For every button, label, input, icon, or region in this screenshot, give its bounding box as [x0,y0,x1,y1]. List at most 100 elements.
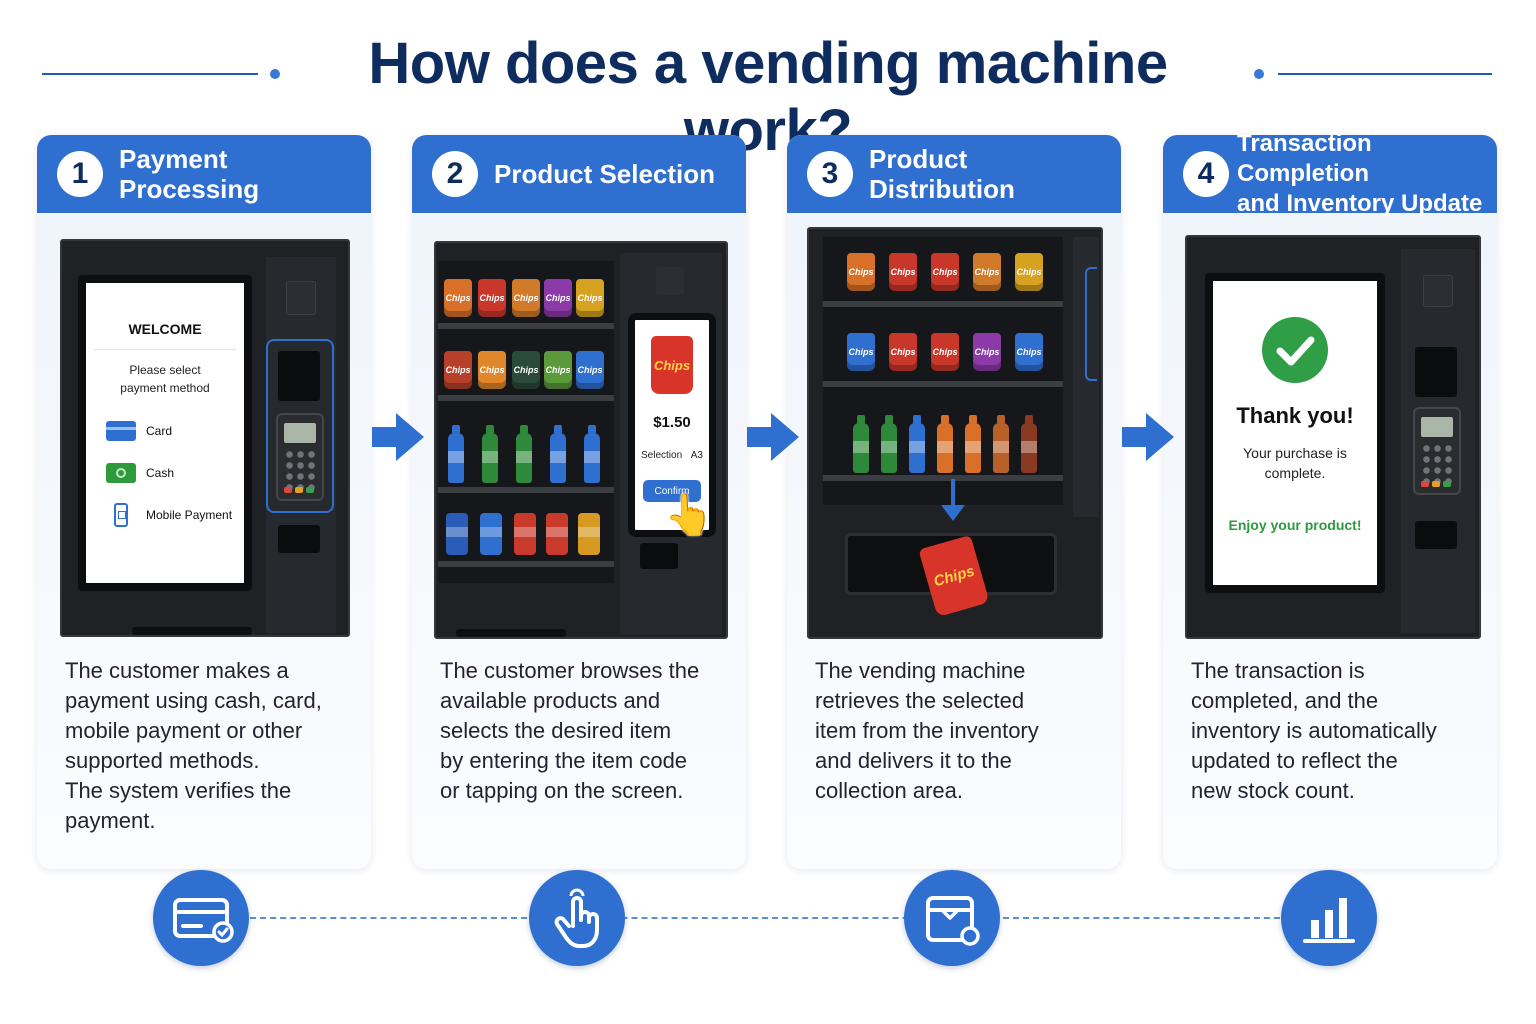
selection-screen: Chips $1.50 Selection A3 Confirm [628,313,716,537]
title-line-left [42,73,258,75]
page-title: How does a vending machine work? [368,31,1168,163]
title-dot-left [270,69,280,79]
vending-machine: Thank you! Your purchase is complete. En… [1185,235,1481,639]
tap-hand-icon [529,870,625,966]
keypad-cancel-key [284,487,292,493]
pay-option-label: Cash [146,466,175,480]
chips-bag: Chips [478,279,506,317]
thank-you-heading: Thank you! [1236,403,1354,428]
selection-row: Selection A3 [641,450,703,461]
step-number: 4 [1183,151,1229,197]
qr-phone-icon [114,503,128,527]
divider [94,349,236,350]
keypad-display [284,423,316,443]
drink-can [546,513,568,555]
thank-you-screen: Thank you! Your purchase is complete. En… [1205,273,1385,593]
payment-prompt: Please select payment method [120,363,210,395]
drink-bottle [965,415,981,473]
step-number: 3 [807,151,853,197]
drink-bottle [550,425,566,483]
chips-bag: Chips [847,333,875,371]
drink-can [446,513,468,555]
step-description: The transaction is completed, and the in… [1191,658,1437,803]
pay-option-mobile[interactable]: Mobile Payment [106,503,232,527]
drop-arrow [951,479,955,507]
flow-arrow-right-icon [747,413,799,461]
product-display: Chips Chips Chips Chips Chips Chips Chip… [823,237,1063,505]
bar-chart-icon [1281,870,1377,966]
chips-bag: Chips [973,333,1001,371]
drink-bottle [584,425,600,483]
machine-base [132,627,252,635]
chips-bag: Chips [889,333,917,371]
machine-base [456,629,566,637]
flow-arrow-right-icon [1122,413,1174,461]
chips-bag: Chips [576,279,604,317]
cash-icon [106,463,136,483]
title-dot-right [1254,69,1264,79]
payment-keypad[interactable] [276,413,324,501]
chips-bag: Chips [512,351,540,389]
step-title: Product Distribution [869,144,1015,204]
keypad-clear-key [1432,481,1440,487]
chips-bag: Chips [889,253,917,291]
drink-can [578,513,600,555]
drink-bottle [993,415,1009,473]
step-number: 1 [57,151,103,197]
chips-bag: Chips [1015,333,1043,371]
pay-option-label: Card [146,424,173,438]
drink-bottle [853,415,869,473]
pay-option-cash[interactable]: Cash [106,461,174,485]
chips-bag: Chips [544,279,572,317]
bill-slot [278,351,320,401]
drink-bottle [937,415,953,473]
step-card-payment: 1 Payment Processing WELCOME Please sele… [37,135,371,869]
step-description: The vending machine retrieves the select… [815,658,1039,803]
drink-bottle [516,425,532,483]
drink-can [480,513,502,555]
coin-slot [1423,275,1453,307]
shelf [438,395,614,401]
vending-machine: Chips Chips Chips Chips Chips Chips Chip… [434,241,728,639]
coin-slot [656,267,684,295]
chips-bag: Chips [847,253,875,291]
payment-keypad[interactable] [1413,407,1461,495]
payment-screen: WELCOME Please select payment method Car… [78,275,252,591]
step-description: The customer makes a payment using cash,… [65,658,322,833]
timeline-dashed-line [250,917,1280,919]
return-slot [1415,521,1457,549]
pay-option-label: Mobile Payment [146,508,233,522]
shelf [438,561,614,567]
coin-slot [286,281,316,315]
card-icon [106,421,136,441]
credit-card-icon [153,870,249,966]
return-slot [278,525,320,553]
chips-bag: Chips [444,279,472,317]
step-title: Product Selection [494,159,716,189]
pointing-hand-icon: 👆 [664,493,714,537]
step-title: Payment Processing [119,144,260,204]
check-icon [1262,317,1328,383]
card-reader-highlight [266,339,334,513]
chips-bag: Chips [576,351,604,389]
drink-can [514,513,536,555]
shelf [823,301,1063,307]
chips-bag: Chips [931,253,959,291]
drink-bottle [482,425,498,483]
flow-arrow-right-icon [372,413,424,461]
price-label: $1.50 [653,414,691,431]
pay-option-card[interactable]: Card [106,419,172,443]
keypad-enter-key [1443,481,1451,487]
keypad-keys [1421,443,1453,487]
shelf [823,475,1063,481]
title-line-right [1278,73,1492,75]
keypad-cancel-key [1421,481,1429,487]
vending-machine: Chips Chips Chips Chips Chips Chips Chip… [807,227,1103,639]
step-number: 2 [432,151,478,197]
chips-bag: Chips [973,253,1001,291]
confirm-button[interactable]: Confirm [643,480,701,502]
selection-label: Selection [641,450,683,461]
side-panel-highlight [1085,267,1097,381]
keypad-display [1421,417,1453,437]
chips-bag: Chips [444,351,472,389]
